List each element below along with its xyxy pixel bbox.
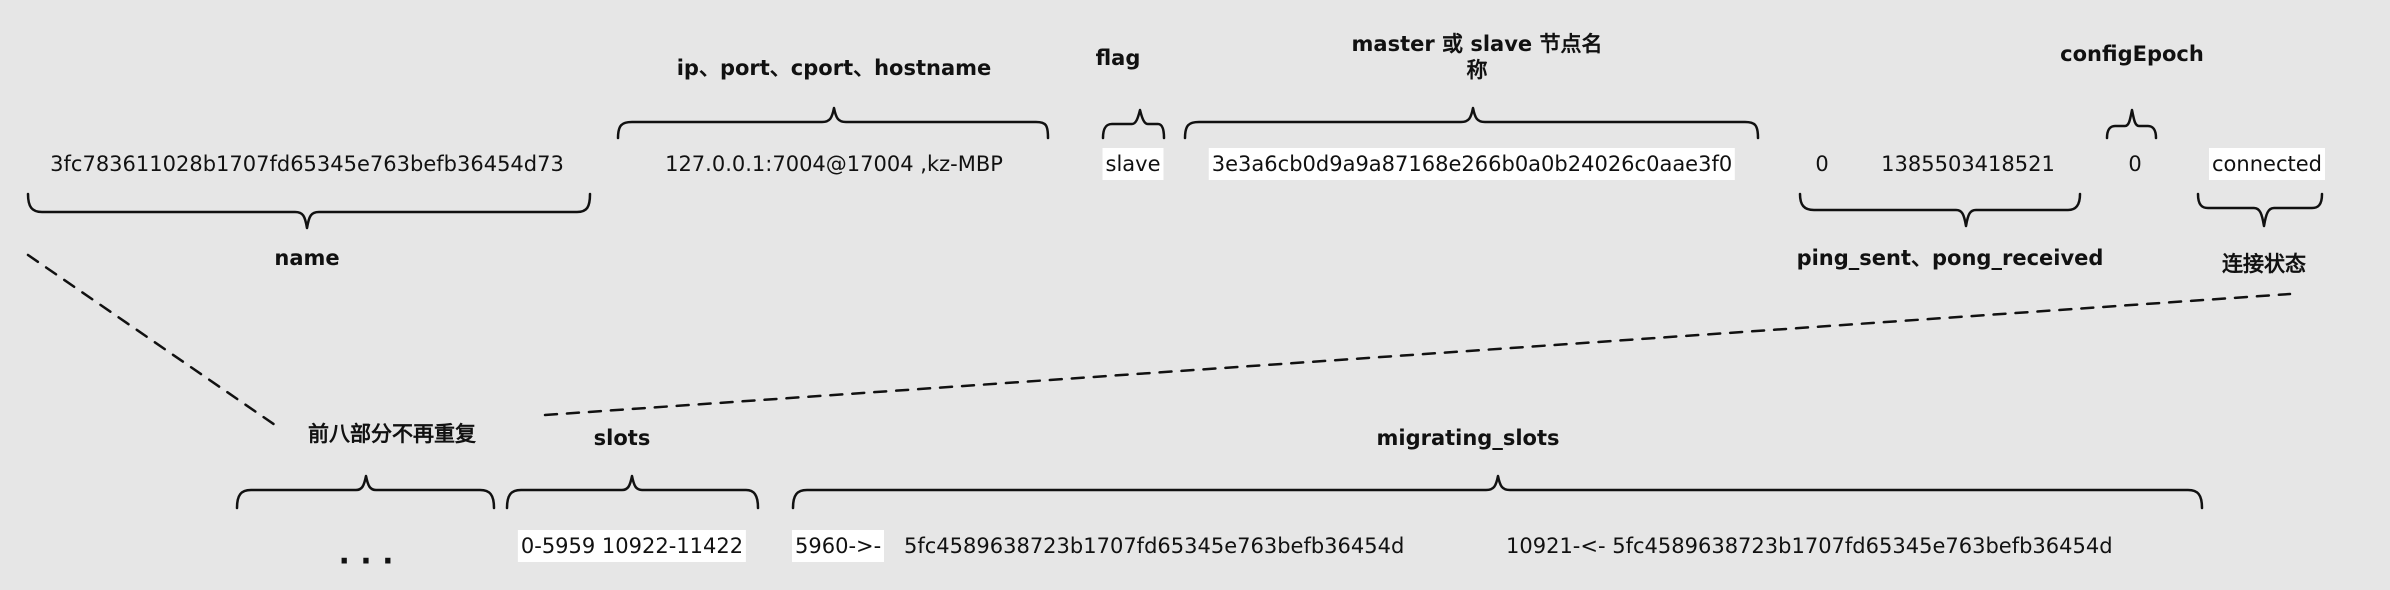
bracket-master	[1183, 106, 1760, 140]
bracket-prefix	[235, 474, 496, 510]
label-slots: slots	[593, 426, 651, 450]
config-epoch-value: 0	[2128, 152, 2142, 176]
label-name: name	[274, 246, 340, 270]
ping-sent-value: 0	[1815, 152, 1829, 176]
label-link-state: 连接状态	[2222, 252, 2306, 276]
link-state-value: connected	[2209, 148, 2325, 180]
bracket-migrating	[791, 474, 2204, 510]
label-config-epoch: configEpoch	[2060, 42, 2204, 66]
node-name-value: 3fc783611028b1707fd65345e763befb36454d73	[50, 152, 564, 176]
label-ip-port: ip、port、cport、hostname	[676, 56, 992, 80]
label-master-line2: 称	[1466, 58, 1488, 82]
bracket-slots	[505, 474, 760, 510]
bracket-ip	[616, 106, 1050, 140]
slots-value: 0-5959 10922-11422	[517, 530, 747, 562]
ip-port-value: 127.0.0.1:7004@17004 ,kz-MBP	[665, 152, 1003, 176]
label-migrating-slots: migrating_slots	[1376, 426, 1560, 450]
migrating-value-a: 5960->-	[792, 530, 885, 562]
migrating-value-b: 5fc4589638723b1707fd65345e763befb36454d	[904, 534, 1405, 558]
dashed-line-left	[26, 253, 277, 427]
ellipsis: · · ·	[338, 544, 394, 579]
bracket-link-state	[2196, 192, 2324, 228]
label-prefix-note: 前八部分不再重复	[308, 422, 476, 446]
label-master-line1: master 或 slave 节点名	[1351, 32, 1603, 56]
bracket-name	[26, 192, 592, 230]
migrating-value-c: 10921-<- 5fc4589638723b1707fd65345e763be…	[1506, 534, 2113, 558]
label-ping-pong: ping_sent、pong_received	[1796, 246, 2104, 270]
master-id-value: 3e3a6cb0d9a9a87168e266b0a0b24026c0aae3f0	[1208, 148, 1736, 180]
bracket-config-epoch	[2105, 108, 2158, 140]
dashed-line-right	[543, 292, 2292, 417]
flag-value: slave	[1102, 148, 1164, 180]
label-flag: flag	[1095, 46, 1141, 70]
bracket-ping-pong	[1798, 192, 2082, 228]
bracket-flag	[1101, 108, 1166, 140]
pong-received-value: 1385503418521	[1881, 152, 2055, 176]
